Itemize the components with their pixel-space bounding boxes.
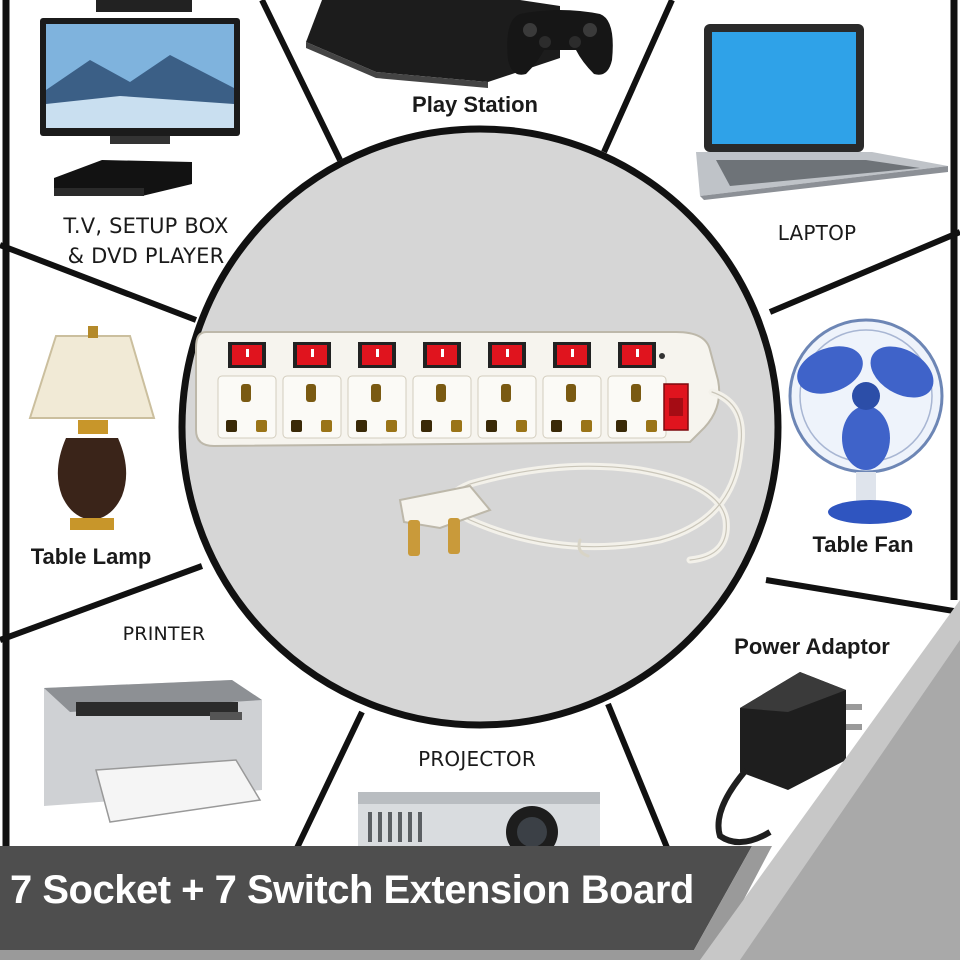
socket-hole-left [551, 420, 562, 432]
projector-icon [358, 792, 600, 858]
power-plug-icon [398, 484, 492, 556]
label-tv: T.V, SETUP BOX [63, 214, 229, 238]
corner-accent-inner [740, 640, 960, 960]
socket-row [217, 342, 667, 439]
socket-hole-right [256, 420, 267, 432]
socket-unit [217, 342, 277, 439]
socket-hole-earth [631, 384, 641, 402]
socket-hole-earth [371, 384, 381, 402]
socket-hole-right [451, 420, 462, 432]
socket-hole-right [516, 420, 527, 432]
laptop-icon [696, 24, 948, 200]
extension-board-icon [195, 331, 721, 448]
table-fan-icon [788, 318, 944, 524]
socket-hole-earth [241, 384, 251, 402]
socket-unit [347, 342, 407, 439]
socket-hole-earth [501, 384, 511, 402]
label-tv-line2: & DVD PLAYER [67, 244, 225, 268]
socket-hole-right [386, 420, 397, 432]
socket-hole-right [321, 420, 332, 432]
socket-hole-earth [306, 384, 316, 402]
label-printer: PRINTER [122, 623, 206, 645]
socket-hole-right [646, 420, 657, 432]
printer-icon [44, 680, 262, 823]
socket-unit [282, 342, 342, 439]
master-switch [663, 383, 689, 431]
socket-hole-earth [566, 384, 576, 402]
socket-unit [607, 342, 667, 439]
table-lamp-icon [28, 326, 156, 530]
banner-shadow [0, 846, 772, 960]
socket-unit [477, 342, 537, 439]
label-lamp: Table Lamp [30, 544, 152, 569]
title-banner [0, 846, 752, 950]
socket-hole-left [356, 420, 367, 432]
gamepad-icon [507, 10, 613, 75]
socket-hole-left [291, 420, 302, 432]
tv-icon [40, 0, 240, 144]
playstation-icon [306, 0, 560, 88]
label-projector: PROJECTOR [418, 747, 536, 771]
socket-unit [542, 342, 602, 439]
socket-hole-earth [436, 384, 446, 402]
dvd-player-icon [54, 160, 192, 196]
power-adaptor-icon [715, 672, 862, 845]
socket-hole-left [486, 420, 497, 432]
socket-unit [412, 342, 472, 439]
label-playstation: Play Station [412, 92, 538, 117]
socket-hole-left [226, 420, 237, 432]
socket-hole-right [581, 420, 592, 432]
label-adaptor: Power Adaptor [734, 634, 890, 659]
socket-hole-left [616, 420, 627, 432]
socket-hole-left [421, 420, 432, 432]
section-dividers [0, 0, 960, 852]
label-fan: Table Fan [812, 532, 914, 557]
label-laptop: LAPTOP [777, 221, 857, 245]
banner-title: 7 Socket + 7 Switch Extension Board [10, 868, 694, 912]
